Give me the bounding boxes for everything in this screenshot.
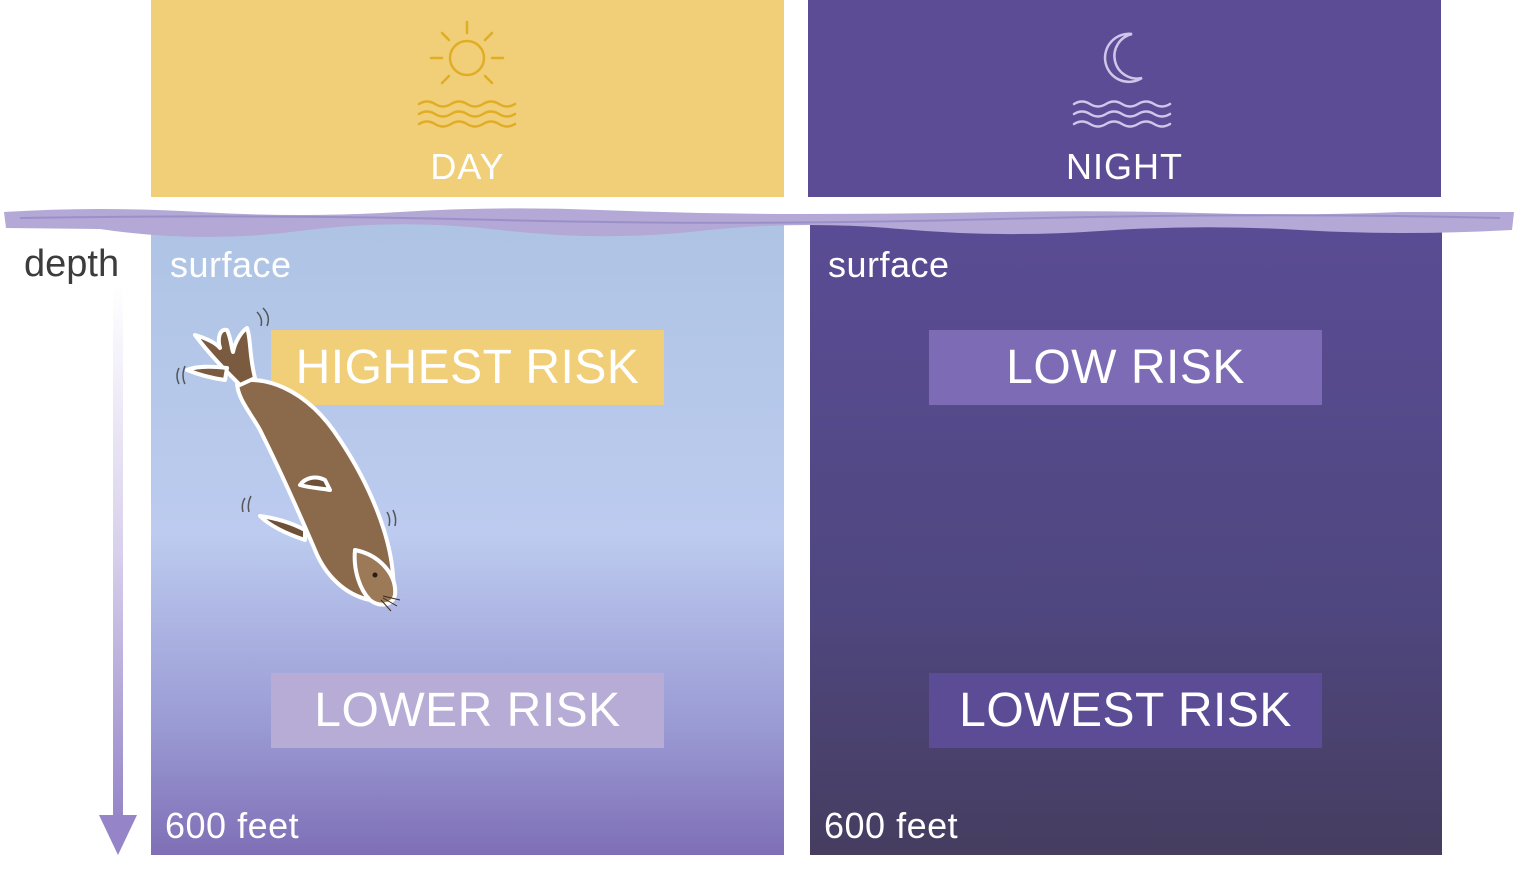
day-surface-label: surface (170, 244, 292, 285)
diving-seal-icon (176, 307, 401, 612)
down-arrow-icon (99, 285, 137, 855)
low-risk-box: LOW RISK (929, 330, 1322, 405)
night-depth-600-label: 600 feet (824, 805, 959, 846)
night-header: NIGHT (808, 0, 1441, 197)
depth-label: depth (24, 243, 120, 285)
day-depth-600-label: 600 feet (165, 805, 300, 846)
night-water-column (810, 215, 1442, 855)
day-water-column (151, 215, 784, 855)
night-label: NIGHT (1066, 146, 1183, 187)
highest-risk-box: HIGHEST RISK (271, 330, 664, 405)
lower-risk-box: LOWER RISK (271, 673, 664, 748)
day-header: DAY (151, 0, 784, 197)
water-surface-line (4, 208, 1514, 238)
lowest-risk-box: LOWEST RISK (929, 673, 1322, 748)
day-label: DAY (430, 146, 505, 187)
moon-over-water-icon (1072, 32, 1172, 128)
night-surface-label: surface (828, 244, 950, 285)
sun-over-water-icon (417, 20, 517, 128)
